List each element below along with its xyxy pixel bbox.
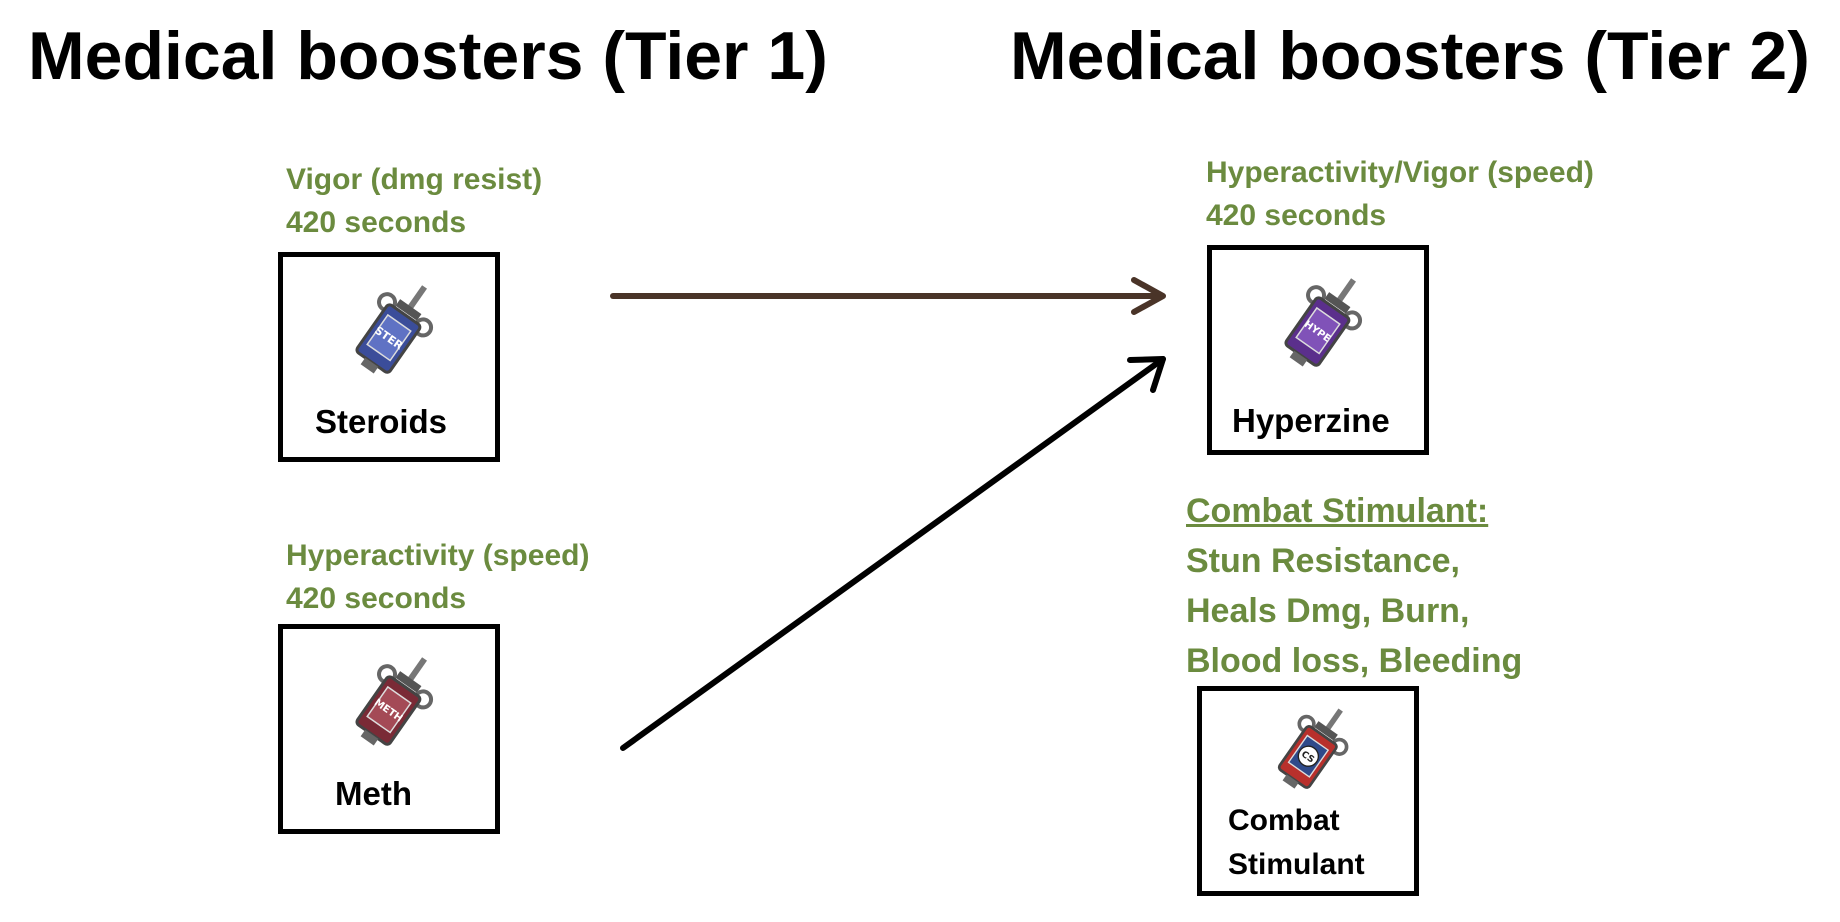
syringe-combat-stimulant-icon: CS [1277, 708, 1349, 789]
tier1-title: Medical boosters (Tier 1) [28, 18, 828, 94]
steroids-duration: 420 seconds [286, 206, 467, 239]
arrow-meth-to-hyperzine [620, 356, 1166, 751]
meth-name: Meth [335, 775, 412, 812]
combat-stimulant-name-line-2: Stimulant [1228, 848, 1365, 881]
tier2-title: Medical boosters (Tier 2) [1010, 18, 1810, 94]
syringe-meth-icon: METH [355, 657, 434, 746]
meth-duration: 420 seconds [286, 582, 467, 615]
hyperzine-effect: Hyperactivity/Vigor (speed) [1206, 156, 1594, 189]
combat-stimulant-effect-3: Blood loss, Bleeding [1186, 642, 1523, 680]
hyperzine-name: Hyperzine [1232, 402, 1390, 439]
combat-stimulant-card: CS Combat Stimulant [1197, 686, 1419, 896]
meth-effect: Hyperactivity (speed) [286, 539, 590, 572]
combat-stimulant-heading: Combat Stimulant: [1186, 492, 1489, 530]
steroids-card: STER Steroids [278, 252, 500, 462]
hyperzine-duration: 420 seconds [1206, 199, 1387, 232]
syringe-hyperzine-icon: HYPE [1284, 278, 1363, 367]
meth-card: METH Meth [278, 624, 500, 834]
hyperzine-card: HYPE Hyperzine [1207, 245, 1429, 455]
steroids-name: Steroids [315, 403, 448, 440]
syringe-steroids-icon: STER [355, 285, 434, 374]
combat-stimulant-effect-1: Stun Resistance, [1186, 542, 1460, 580]
combat-stimulant-name-line-1: Combat [1228, 804, 1340, 837]
combat-stimulant-effect-2: Heals Dmg, Burn, [1186, 592, 1470, 630]
steroids-effect: Vigor (dmg resist) [286, 163, 543, 196]
arrow-steroids-to-hyperzine [610, 277, 1166, 315]
